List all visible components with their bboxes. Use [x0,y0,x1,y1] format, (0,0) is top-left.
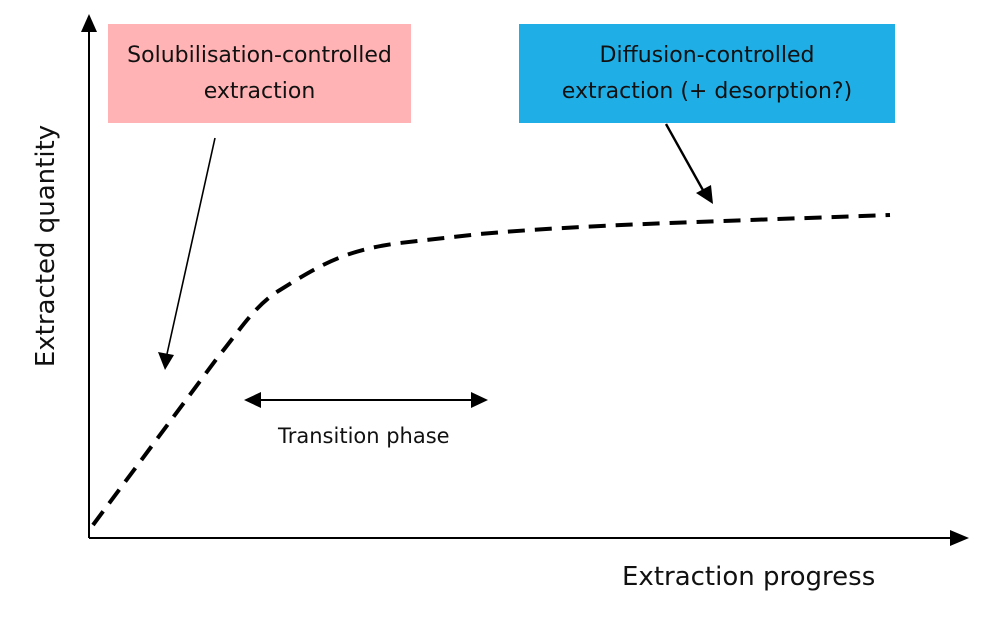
transition-right-arrowhead-icon [471,392,488,408]
extraction-curve [91,213,891,527]
transition-left-arrowhead-icon [244,392,261,408]
x-axis-arrowhead-icon [950,530,969,546]
transition-phase-label: Transition phase [278,424,450,448]
diffusion-box: Diffusion-controlled extraction (+ desor… [519,24,895,123]
y-axis-arrowhead-icon [81,14,97,32]
diffusion-arrowhead-icon [696,185,713,204]
solubilisation-box: Solubilisation-controlled extraction [108,24,411,123]
solubilisation-arrowhead-icon [158,352,174,370]
diffusion-pointer-arrow [664,123,706,193]
y-axis-label: Extracted quantity [31,124,61,368]
x-axis-label: Extraction progress [622,562,876,592]
solubilisation-pointer-arrow [166,137,216,355]
